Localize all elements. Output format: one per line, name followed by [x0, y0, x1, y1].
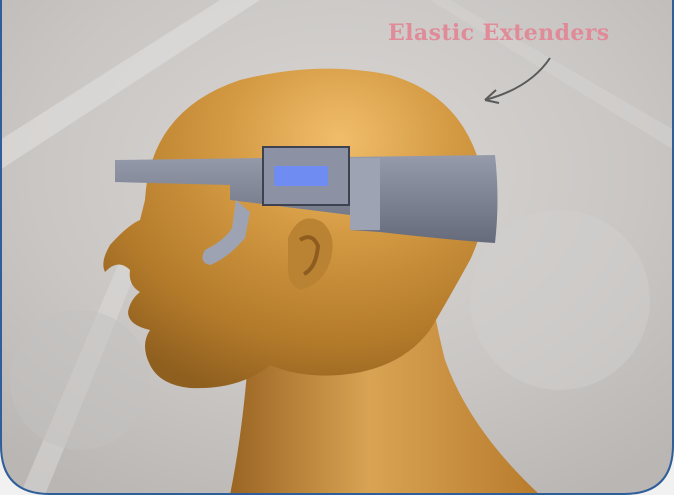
elastic-extenders-label: Elastic Extenders: [388, 20, 658, 46]
display-screen: [274, 166, 328, 186]
